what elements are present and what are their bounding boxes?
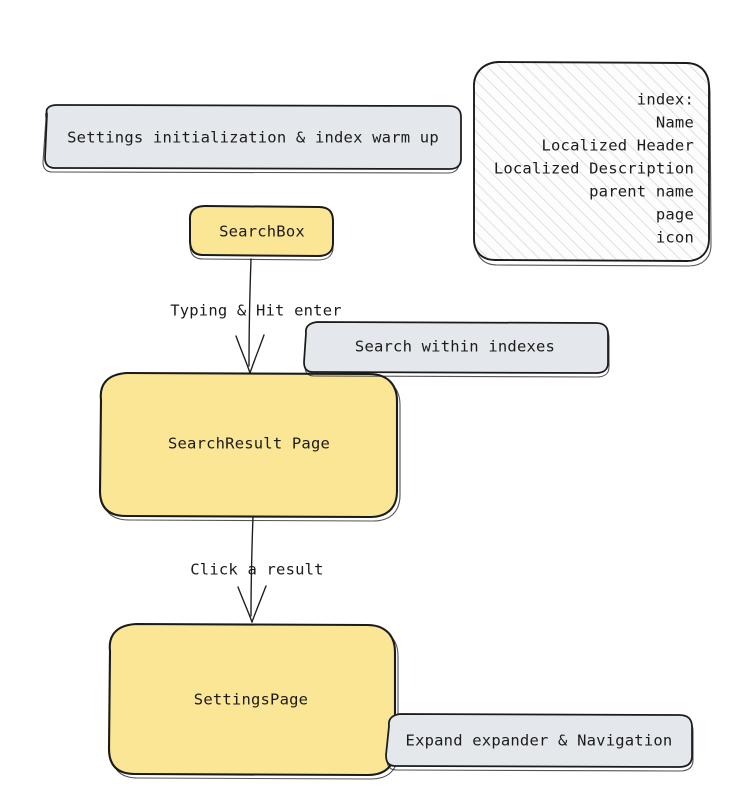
node-search-box[interactable]: SearchBox <box>188 205 334 261</box>
node-search-within-indexes-label: Search within indexes <box>355 338 555 356</box>
edge-searchbox-to-searchresult: Typing & Hit enter <box>170 258 342 374</box>
node-expand-expander-label: Expand expander & Navigation <box>406 732 673 750</box>
index-field-6: icon <box>656 229 694 247</box>
node-search-result-page[interactable]: SearchResult Page <box>98 371 401 522</box>
node-settings-init[interactable]: Settings initialization & index warm up <box>42 104 462 174</box>
node-settings-page-label: SettingsPage <box>194 691 308 709</box>
edge-label-typing-hit-enter: Typing & Hit enter <box>170 302 342 320</box>
edge-label-click-a-result: Click a result <box>190 561 323 579</box>
index-field-0: index: <box>637 91 694 109</box>
node-settings-init-label: Settings initialization & index warm up <box>67 129 439 147</box>
node-expand-expander[interactable]: Expand expander & Navigation <box>385 713 694 772</box>
index-field-3: Localized Description <box>494 160 694 178</box>
node-settings-page[interactable]: SettingsPage <box>107 622 399 780</box>
edge-searchresult-to-settingspage: Click a result <box>190 515 324 623</box>
index-field-1: Name <box>656 114 694 132</box>
node-index-note[interactable]: index: Name Localized Header Localized D… <box>473 61 712 267</box>
node-search-box-label: SearchBox <box>219 223 305 241</box>
index-field-4: parent name <box>589 183 694 201</box>
index-field-2: Localized Header <box>541 137 694 155</box>
index-field-5: page <box>656 206 694 224</box>
node-search-within-indexes[interactable]: Search within indexes <box>303 321 610 378</box>
node-search-result-page-label: SearchResult Page <box>168 435 330 453</box>
